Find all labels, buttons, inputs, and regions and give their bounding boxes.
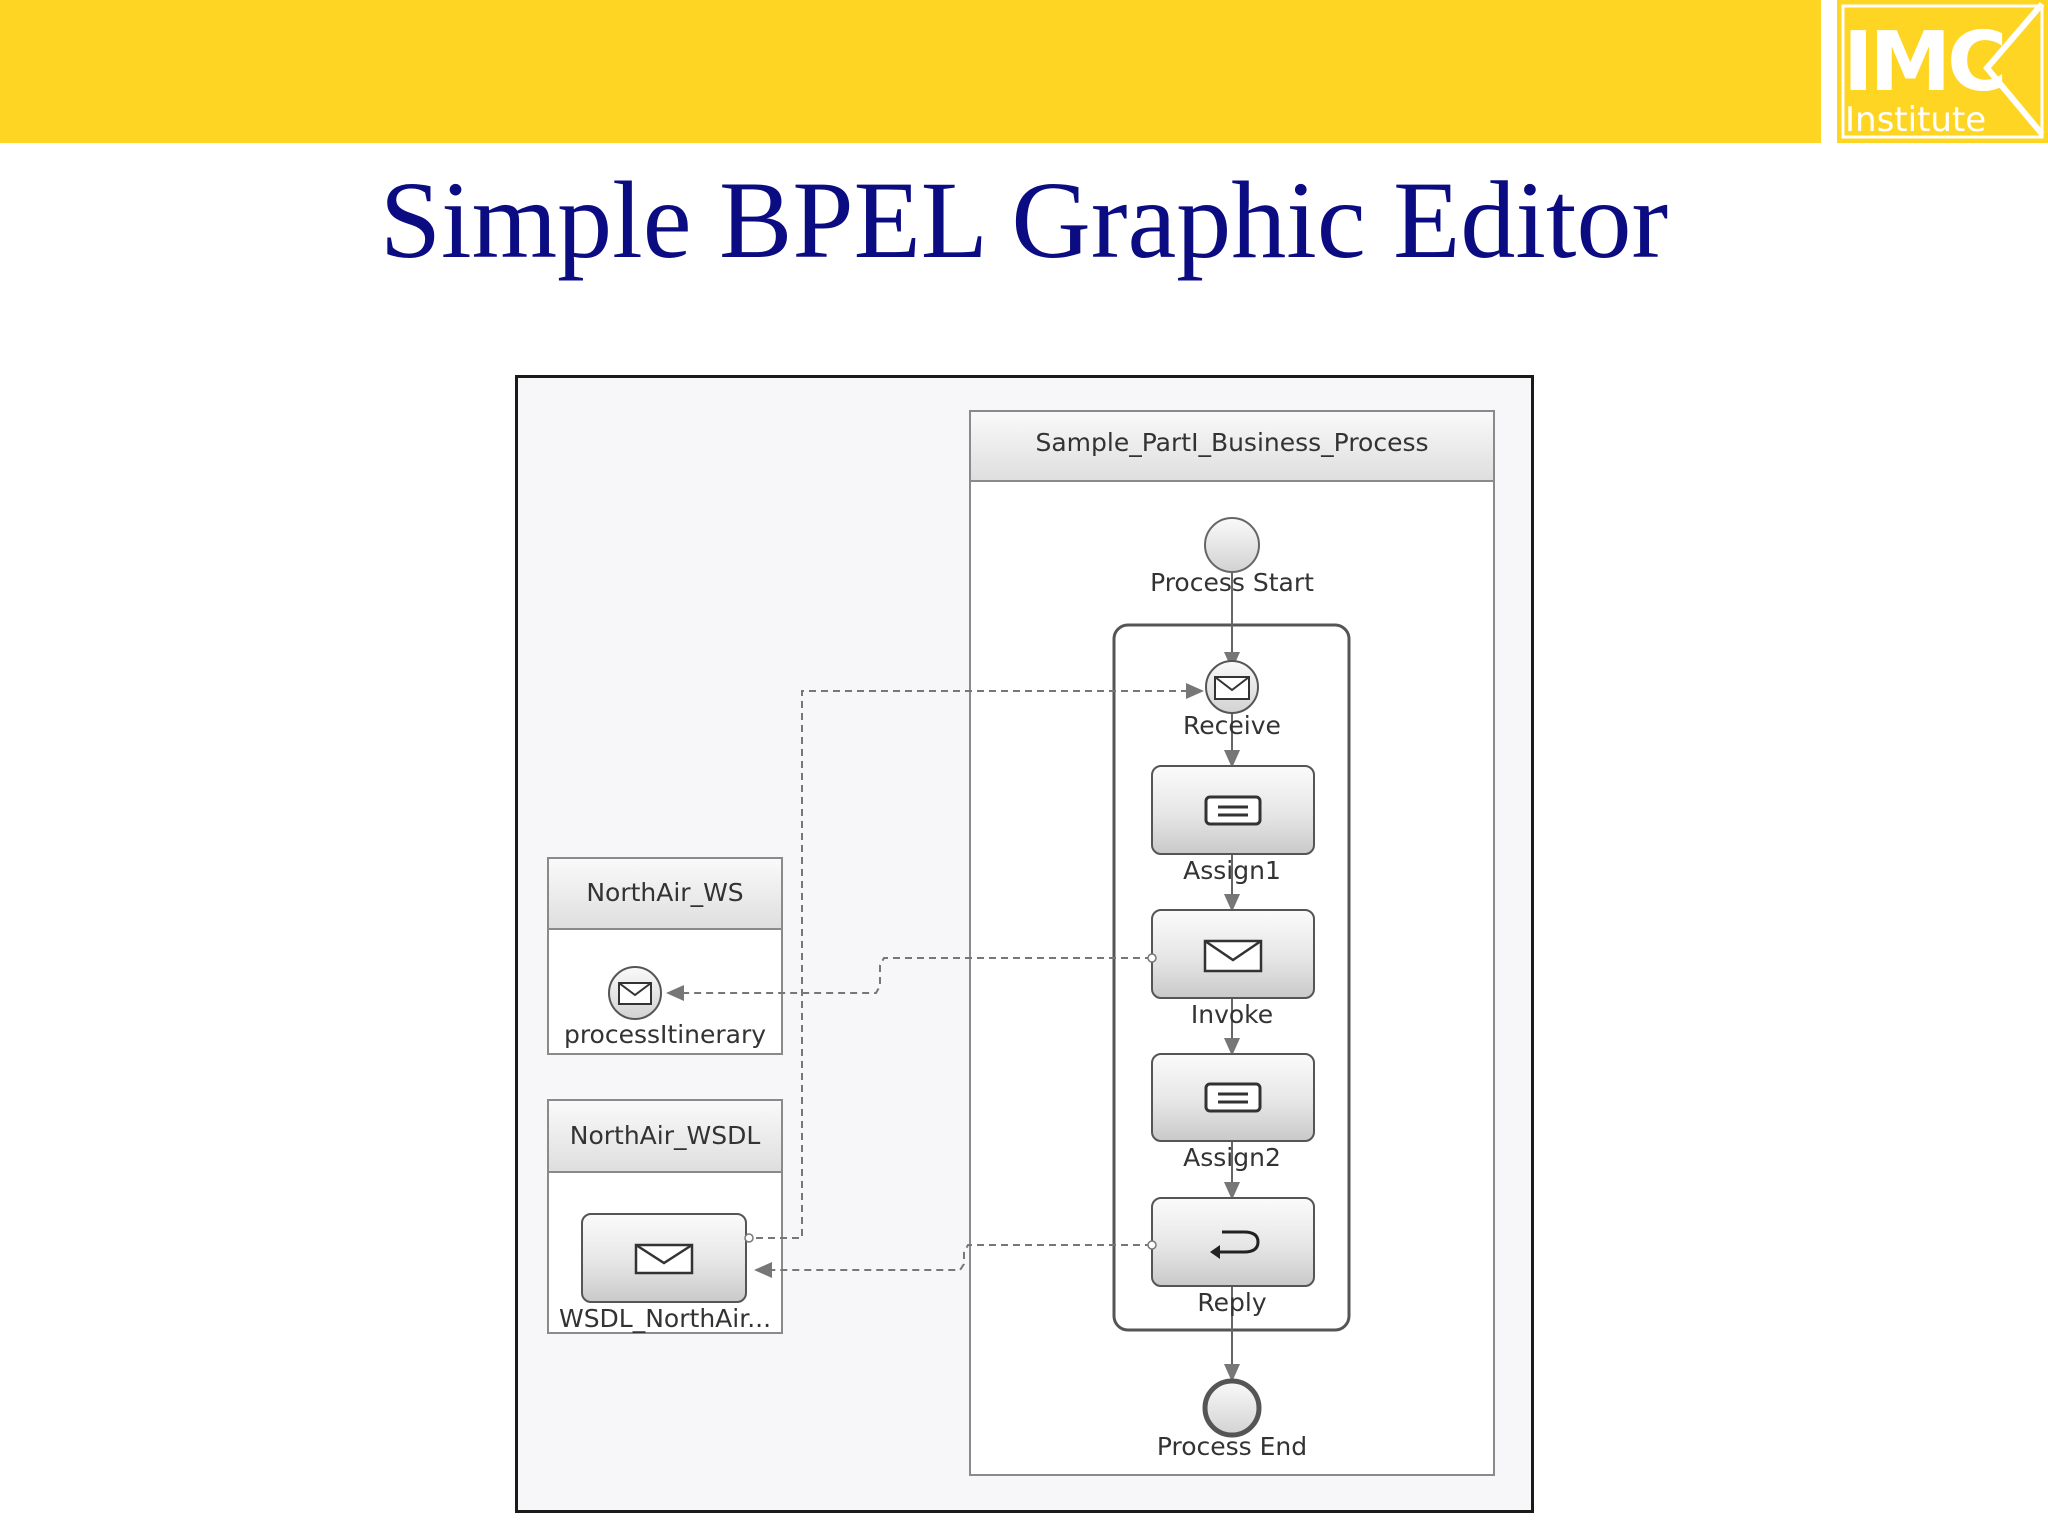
process-end-label: Process End bbox=[1156, 1432, 1308, 1461]
logo-main-text: IMC bbox=[1843, 15, 2007, 110]
assign2-activity[interactable] bbox=[1151, 1053, 1315, 1142]
assign1-activity[interactable] bbox=[1151, 765, 1315, 855]
process-start-node[interactable] bbox=[1204, 517, 1260, 573]
partner-northair-ws[interactable] bbox=[547, 857, 783, 1055]
process-end-node[interactable] bbox=[1202, 1378, 1262, 1438]
assign-icon bbox=[1204, 1082, 1262, 1113]
invoke-activity[interactable] bbox=[1147, 909, 1315, 999]
partner-ws-title: NorthAir_WS bbox=[586, 878, 744, 907]
assign-icon bbox=[1204, 795, 1262, 826]
bpel-diagram bbox=[547, 410, 1495, 1476]
reply-activity[interactable] bbox=[1147, 1197, 1315, 1287]
process-itinerary-label: processItinerary bbox=[563, 1020, 767, 1049]
imc-institute-logo: IMC Institute bbox=[1837, 0, 2048, 143]
logo-chevron-icon bbox=[1841, 2, 2045, 139]
partner-wsdl-title: NorthAir_WSDL bbox=[569, 1121, 761, 1150]
bpel-editor-canvas: Sample_PartI_Business_Process Process St… bbox=[515, 375, 1534, 1513]
envelope-icon bbox=[618, 982, 652, 1005]
receive-label: Receive bbox=[1183, 711, 1281, 740]
process-lane-title: Sample_PartI_Business_Process bbox=[1035, 428, 1429, 457]
invoke-label: Invoke bbox=[1190, 1000, 1274, 1029]
receive-activity[interactable] bbox=[1205, 660, 1259, 714]
header-bar bbox=[0, 0, 1821, 143]
reply-label: Reply bbox=[1197, 1288, 1267, 1317]
process-itinerary-operation[interactable] bbox=[608, 966, 662, 1020]
reply-arrow-icon bbox=[1210, 1230, 1260, 1259]
message-links bbox=[666, 683, 1204, 1278]
assign1-label: Assign1 bbox=[1183, 856, 1281, 885]
assign2-label: Assign2 bbox=[1183, 1143, 1281, 1172]
slide-title: Simple BPEL Graphic Editor bbox=[379, 159, 1669, 281]
wsdl-item-label: WSDL_NorthAir... bbox=[558, 1304, 772, 1333]
envelope-icon bbox=[1203, 939, 1263, 973]
process-start-label: Process Start bbox=[1150, 568, 1314, 597]
envelope-icon bbox=[1214, 676, 1250, 700]
envelope-icon bbox=[634, 1243, 694, 1275]
wsdl-northair-item[interactable] bbox=[581, 1213, 754, 1303]
logo-sub-text: Institute bbox=[1845, 100, 1987, 140]
